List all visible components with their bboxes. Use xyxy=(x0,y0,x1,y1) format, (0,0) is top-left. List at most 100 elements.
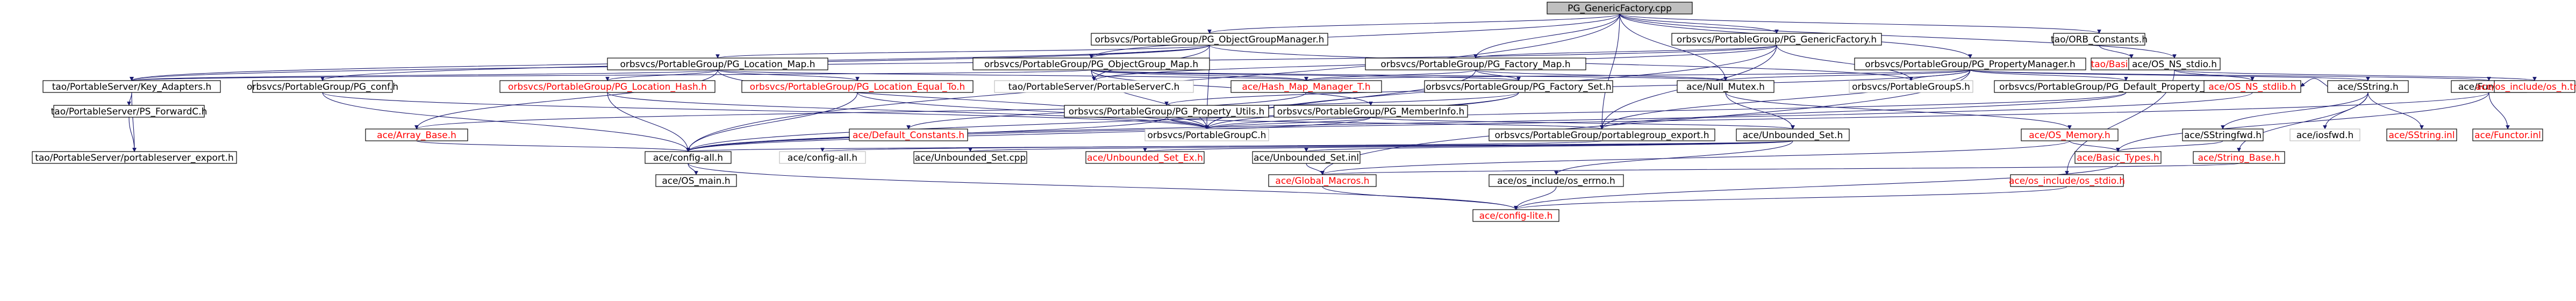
node-box xyxy=(1365,58,1586,70)
node-pgfs[interactable]: orbsvcs/PortableGroup/PG_Factory_Set.h xyxy=(1424,80,1613,93)
node-pgpm[interactable]: orbsvcs/PortableGroup/PG_PropertyManager… xyxy=(1854,58,2086,70)
edge-us-to-oserrno xyxy=(1554,140,1793,175)
node-box xyxy=(913,151,1027,164)
node-box xyxy=(2193,151,2285,164)
node-us[interactable]: ace/Unbounded_Set.h xyxy=(1736,128,1850,141)
edge-pgfs-to-cfgall xyxy=(686,92,1519,152)
node-pgexp[interactable]: orbsvcs/PortableGroup/portablegroup_expo… xyxy=(1489,128,1715,141)
node-label: ace/os_include/os_h.tml.h xyxy=(2475,82,2576,92)
node-label: ace/Global_Macros.h xyxy=(1275,176,1369,187)
node-label: orbsvcs/PortableGroup/PG_Location_Map.h xyxy=(620,59,815,70)
node-hmm[interactable]: ace/Hash_Map_Manager_T.h xyxy=(1230,80,1382,93)
edge-func-to-cfgall xyxy=(686,92,2489,152)
edge-cfgall-to-osmain xyxy=(688,163,698,175)
node-box xyxy=(1273,105,1468,118)
node-pgpu[interactable]: orbsvcs/PortableGroup/PG_Property_Utils.… xyxy=(1064,105,1269,118)
node-box xyxy=(1854,58,2086,70)
node-label: orbsvcs/PortableGroup/PG_ObjectGroupMana… xyxy=(1095,34,1325,45)
node-box xyxy=(1268,174,1377,187)
node-label: ace/Null_Mutex.h xyxy=(1686,82,1765,92)
node-ka[interactable]: tao/PortableServer/Key_Adapters.h xyxy=(42,80,221,93)
node-osmem[interactable]: ace/OS_Memory.h xyxy=(2021,128,2119,141)
node-iosfwd[interactable]: ace/iosfwd.h xyxy=(2289,128,2360,141)
edge-ka-to-psexp xyxy=(131,92,137,152)
node-label: orbsvcs/PortableGroup/PG_MemberInfo.h xyxy=(1277,106,1465,117)
node-osnsstdlib[interactable]: ace/OS_NS_stdlib.h xyxy=(2203,80,2301,93)
node-box xyxy=(2386,128,2457,141)
node-box xyxy=(994,80,1194,93)
edge-root-to-pgogm xyxy=(1089,13,1620,59)
node-label: tao/PortableServer/PortableServerC.h xyxy=(1008,82,1180,92)
node-orbc[interactable]: tao/ORB_Constants.h xyxy=(2051,33,2148,46)
node-pgom[interactable]: orbsvcs/PortableGroup/PG_ObjectGroupMana… xyxy=(1091,33,1328,46)
node-pglm[interactable]: orbsvcs/PortableGroup/PG_Location_Map.h xyxy=(607,58,828,70)
edge-root-to-pgfm xyxy=(1473,13,1620,59)
edge-pgpm-to-sstr xyxy=(1970,69,2370,81)
edge-pglm-to-ka xyxy=(130,69,718,81)
node-bt2[interactable]: ace/Basic_Types.h xyxy=(2074,151,2162,164)
edge-ka-to-pfc xyxy=(127,92,132,106)
node-oshtml[interactable]: ace/os_include/os_h.tml.h xyxy=(2475,80,2576,93)
node-label: ace/Unbounded_Set.cpp xyxy=(915,153,1026,163)
edge-lh-to-cfgall xyxy=(607,92,690,152)
edge-cfgall-to-cfglite xyxy=(688,163,1518,210)
node-dc[interactable]: ace/Default_Constants.h xyxy=(849,128,968,141)
node-sstr[interactable]: ace/SString.h xyxy=(2327,80,2409,93)
node-sfwd[interactable]: ace/SStringfwd.h xyxy=(2182,128,2264,141)
edge-bt2-to-cfglite xyxy=(1514,163,2119,210)
node-pgmi[interactable]: orbsvcs/PortableGroup/PG_MemberInfo.h xyxy=(1273,105,1468,118)
node-le[interactable]: orbsvcs/PortableGroup/PG_Location_Equal_… xyxy=(741,80,974,93)
node-cfgall2[interactable]: ace/config-all.h xyxy=(779,151,866,164)
edge-us-to-usex xyxy=(1143,140,1793,152)
node-root[interactable]: PG_GenericFactory.cpp xyxy=(1547,2,1693,15)
node-cfglite[interactable]: ace/config-lite.h xyxy=(1472,209,1559,222)
node-lh[interactable]: orbsvcs/PortableGroup/PG_Location_Hash.h xyxy=(499,80,715,93)
node-box xyxy=(1547,2,1693,15)
node-label: ace/OS_NS_stdlib.h xyxy=(2208,82,2296,92)
node-label: ace/Default_Constants.h xyxy=(853,130,964,141)
edge-pfc-to-psexp xyxy=(128,117,137,152)
node-pgc[interactable]: orbsvcs/PortableGroupC.h xyxy=(1144,128,1269,141)
node-gm[interactable]: ace/Global_Macros.h xyxy=(1268,174,1377,187)
node-osnsstdio[interactable]: ace/OS_NS_stdio.h xyxy=(2128,58,2221,70)
node-box xyxy=(972,58,1210,70)
node-strbase[interactable]: ace/String_Base.h xyxy=(2193,151,2285,164)
edge-pgdpv-to-pgc xyxy=(1205,92,2127,130)
node-pgfm[interactable]: orbsvcs/PortableGroup/PG_Factory_Map.h xyxy=(1365,58,1586,70)
node-label: PG_GenericFactory.cpp xyxy=(1568,3,1672,14)
node-label: orbsvcs/PortableGroup/PG_Factory_Map.h xyxy=(1380,59,1570,70)
node-pgogm[interactable]: orbsvcs/PortableGroup/PG_ObjectGroup_Map… xyxy=(972,58,1210,70)
node-usex[interactable]: ace/Unbounded_Set_Ex.h xyxy=(1085,151,1205,164)
node-pfc[interactable]: tao/PortableServer/PS_ForwardC.h xyxy=(51,105,207,118)
node-label: orbsvcs/PortableGroup/PG_PropertyManager… xyxy=(1865,59,2076,70)
node-box xyxy=(2021,128,2119,141)
node-box xyxy=(779,151,866,164)
node-label: orbsvcs/PortableGroup/portablegroup_expo… xyxy=(1495,130,1709,141)
edge-strbase-to-gm xyxy=(1321,163,2239,175)
node-ab[interactable]: ace/Array_Base.h xyxy=(365,128,468,141)
node-label: orbsvcs/PortableGroup/PG_Location_Hash.h xyxy=(508,82,707,92)
node-finl[interactable]: ace/Functor.inl xyxy=(2472,128,2543,141)
node-label: ace/OS_NS_stdio.h xyxy=(2132,59,2217,70)
node-pggf[interactable]: orbsvcs/PortableGroup/PG_GenericFactory.… xyxy=(1671,33,1882,46)
node-pgdpv[interactable]: orbsvcs/PortableGroup/PG_Default_Propert… xyxy=(1994,80,2258,93)
node-box xyxy=(32,151,237,164)
edge-sstr-to-sinl xyxy=(2367,92,2424,130)
node-osmain[interactable]: ace/OS_main.h xyxy=(655,174,737,187)
node-label: orbsvcs/PortableGroupC.h xyxy=(1148,130,1266,141)
edge-sstr-to-osnsstdlib xyxy=(2300,78,2328,87)
node-nm[interactable]: ace/Null_Mutex.h xyxy=(1677,80,1774,93)
node-box xyxy=(252,80,393,93)
node-psc[interactable]: tao/PortableServer/PortableServerC.h xyxy=(994,80,1194,93)
node-label: ace/config-lite.h xyxy=(1479,211,1553,221)
node-uscpp[interactable]: ace/Unbounded_Set.cpp xyxy=(913,151,1027,164)
node-osstdio[interactable]: ace/os_include/os_stdio.h xyxy=(2009,174,2125,187)
node-cfgall[interactable]: ace/config-all.h xyxy=(645,151,732,164)
node-box xyxy=(1849,80,1973,93)
node-psexp[interactable]: tao/PortableServer/portableserver_export… xyxy=(32,151,237,164)
node-conf[interactable]: orbsvcs/PortableGroup/PG_conf.h xyxy=(247,80,398,93)
node-sinl[interactable]: ace/SString.inl xyxy=(2386,128,2457,141)
node-pgs[interactable]: orbsvcs/PortableGroupS.h xyxy=(1849,80,1973,93)
node-oserrno[interactable]: ace/os_include/os_errno.h xyxy=(1489,174,1624,187)
node-usinl[interactable]: ace/Unbounded_Set.inl xyxy=(1252,151,1361,164)
